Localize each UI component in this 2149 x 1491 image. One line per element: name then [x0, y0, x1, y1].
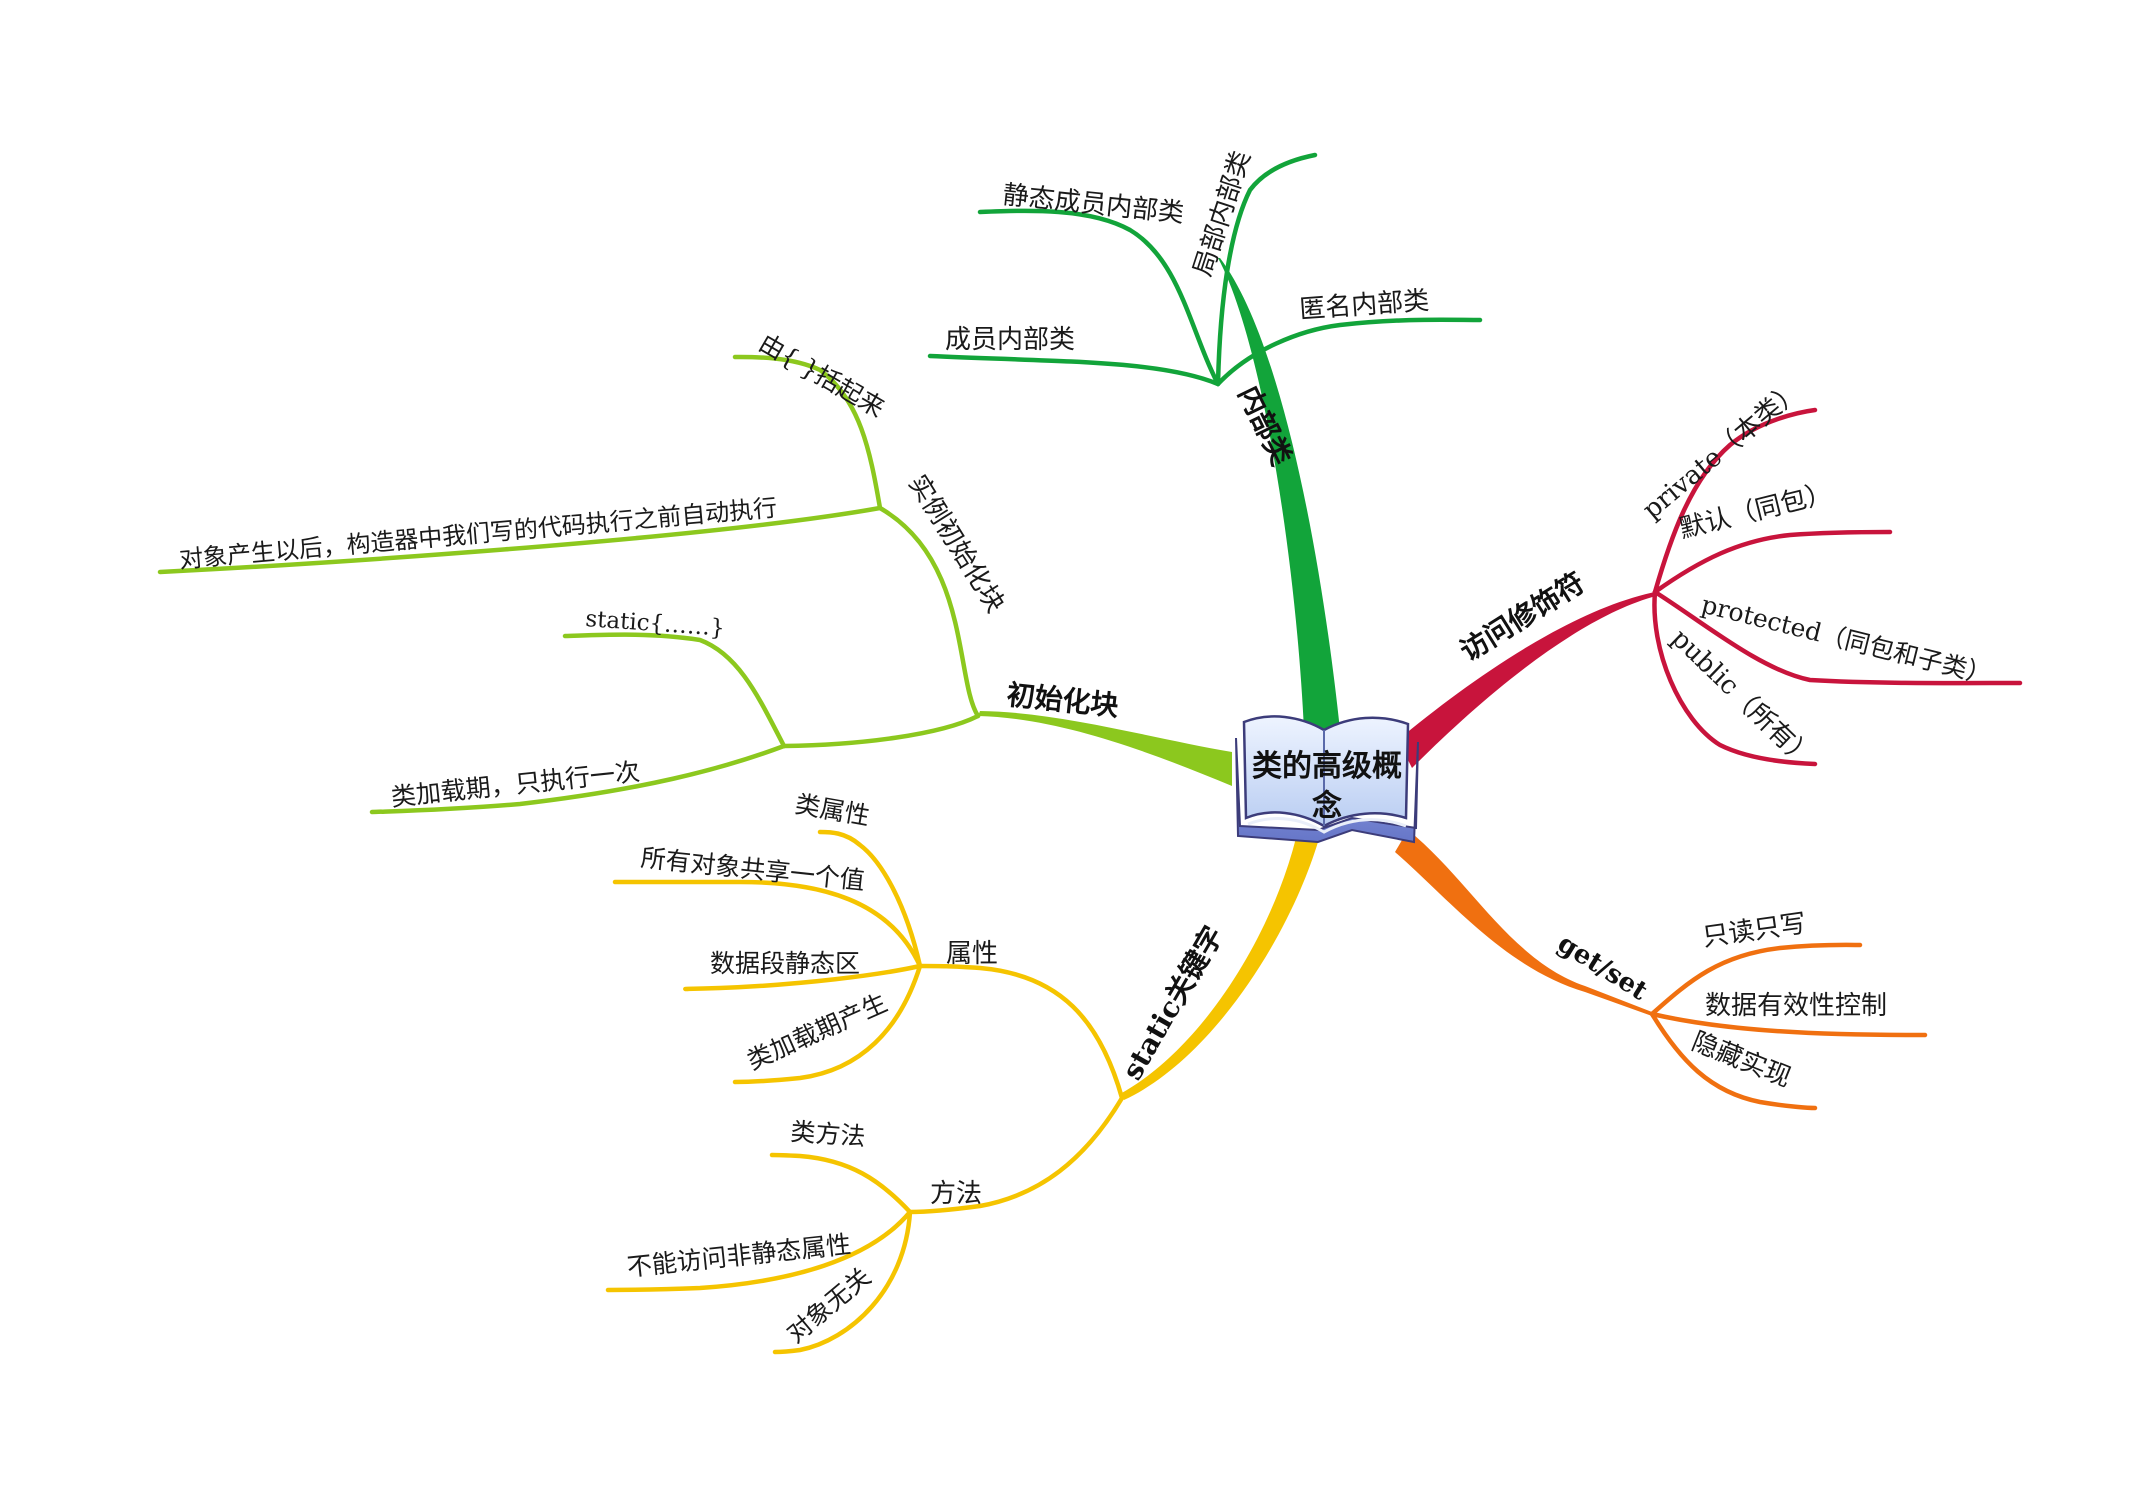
- static-method-line: [907, 1095, 1125, 1215]
- attr-class-label: 类属性: [793, 789, 872, 831]
- attr-created-line: [732, 963, 923, 1085]
- attr-class-line: [817, 829, 923, 969]
- access-public-label: public（所有）: [1665, 623, 1819, 773]
- method-noaccess-line: [605, 1209, 913, 1293]
- access-private-line: [1652, 407, 1818, 595]
- method-unrelated-line: [772, 1209, 913, 1355]
- getset-readonly-line: [1649, 942, 1863, 1017]
- access-protected-label: protected（同包和子类）: [1699, 590, 1995, 690]
- attr-shared-label: 所有对象共享一个值: [639, 843, 866, 895]
- instance-braces-label: 由{ }括起来: [754, 328, 890, 423]
- attr-shared-line: [612, 879, 923, 969]
- center-title-line2: 念: [1312, 789, 1342, 824]
- inner-member-line: [927, 353, 1221, 387]
- inner-static-label: 静态成员内部类: [1001, 180, 1185, 229]
- instance-exec-line: [157, 505, 883, 575]
- static-attr-label: 属性: [946, 939, 998, 969]
- init-static-line: [781, 713, 981, 749]
- method-class-label: 类方法: [790, 1117, 867, 1151]
- inner-local-label: 局部内部类: [1188, 147, 1257, 280]
- getset-validity-label: 数据有效性控制: [1705, 991, 1887, 1021]
- static-method-label: 方法: [930, 1179, 982, 1209]
- getset-hide-line: [1649, 1011, 1818, 1111]
- branch-static-line: [1120, 838, 1318, 1100]
- inner-local-line: [1215, 152, 1318, 387]
- attr-segment-label: 数据段静态区: [710, 949, 860, 978]
- method-class-line: [769, 1152, 913, 1215]
- branch-init-line: [978, 711, 1232, 786]
- access-protected-line: [1652, 589, 2023, 686]
- instance-braces-line: [732, 354, 883, 511]
- inner-static-line: [977, 208, 1221, 387]
- attr-created-label: 类加载期产生: [743, 988, 892, 1076]
- static-once-line: [369, 743, 787, 815]
- center-title-line1: 类的高级概: [1252, 749, 1402, 784]
- getset-validity-line: [1649, 1011, 1928, 1038]
- center-book-icon: [1235, 715, 1419, 844]
- access-public-line: [1652, 589, 1818, 767]
- branch-access-line: [1398, 592, 1656, 768]
- getset-hide-label: 隐藏实现: [1687, 1027, 1795, 1094]
- static-code-line: [562, 632, 787, 749]
- init-instance-line: [877, 505, 981, 719]
- inner-anon-line: [1215, 317, 1483, 387]
- branch-getset-line: [1395, 830, 1652, 1016]
- branch-inner-class-label: 内部类: [1232, 381, 1298, 471]
- access-default-line: [1652, 529, 1893, 595]
- method-noaccess-label: 不能访问非静态属性: [626, 1230, 853, 1282]
- branch-inner-class-line: [1218, 258, 1340, 730]
- inner-member-label: 成员内部类: [945, 325, 1075, 355]
- attr-segment-line: [683, 963, 923, 992]
- static-attr-line: [917, 963, 1125, 1101]
